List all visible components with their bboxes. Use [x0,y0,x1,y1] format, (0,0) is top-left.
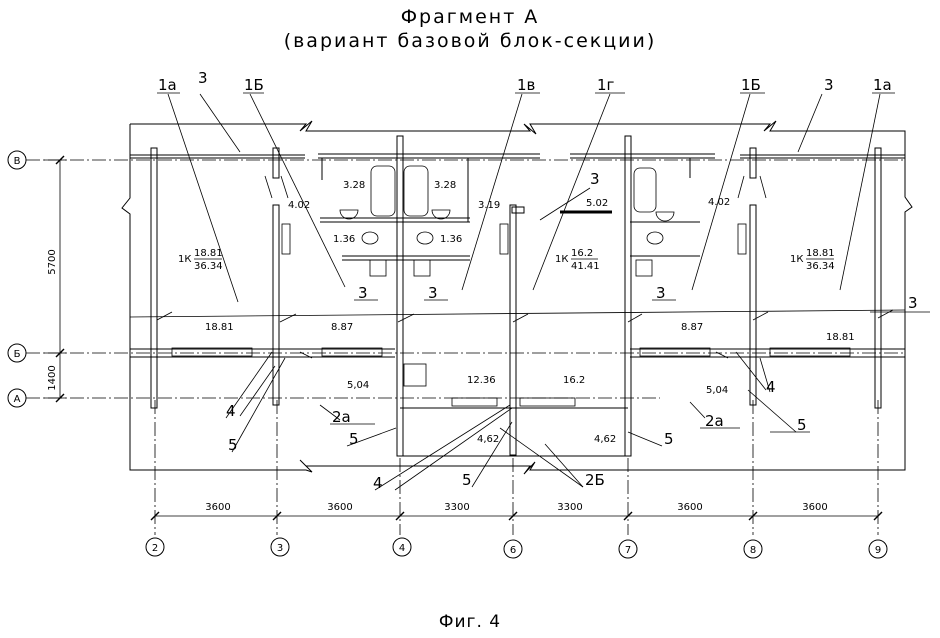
dimension-ticks [55,155,883,521]
callout-2a: 2а [705,412,724,430]
area-label: 16.2 [563,375,585,386]
span-dimension: 3600 [677,502,702,513]
vertical-dimension: 1400 [47,365,58,390]
apartment-total-area: 41.41 [571,261,600,272]
apartment-living-area: 18.81 [194,248,223,259]
apartment-prefix: 1К [555,254,568,265]
dimension-lines [44,159,878,517]
area-label: 3.28 [434,180,456,191]
vertical-dimension: 5700 [47,249,58,274]
callout-5: 5 [228,436,238,454]
apartment-total-area: 36.34 [806,261,835,272]
axis-column-label: 7 [625,545,631,556]
area-label: 1.36 [440,234,462,245]
leader-lines [157,92,930,491]
callout-1b: 1Б [741,76,761,94]
building-outline [121,120,913,475]
apartment-total-area: 36.34 [194,261,223,272]
apartment-living-area: 16.2 [571,248,593,259]
area-label: 18.81 [826,332,855,343]
apartment-label-left: 1К 18.81 36.34 [178,248,223,272]
area-label: 4,62 [477,434,499,445]
axis-column-label: 2 [152,543,158,554]
apartment-label-right: 1К 18.81 36.34 [790,248,835,272]
callout-4: 4 [766,378,776,396]
drawing-title: Фрагмент А [400,6,540,28]
callout-4: 4 [373,474,383,492]
span-dimension: 3600 [205,502,230,513]
area-label: 8.87 [681,322,703,333]
span-dimension: 3600 [327,502,352,513]
span-dimension: 3300 [444,502,469,513]
callout-1g: 1г [597,76,615,94]
drawing-subtitle: (вариант базовой блок-секции) [283,30,657,52]
callout-3: 3 [824,76,834,94]
area-label: 3.19 [478,200,500,211]
callout-1a: 1а [158,76,177,94]
callout-5: 5 [462,471,472,489]
axis-row-label: Б [14,349,21,360]
axis-column-label: 4 [399,543,405,554]
callout-4: 4 [226,402,236,420]
area-label: 5.02 [586,198,608,209]
callout-3: 3 [428,284,438,302]
axis-row-label: В [14,156,21,167]
area-label: 4.02 [288,200,310,211]
callout-1a: 1а [873,76,892,94]
callout-3: 3 [590,170,600,188]
walls [129,135,906,457]
area-label: 4.02 [708,197,730,208]
apartment-label-middle: 1К 16.2 41.41 [555,248,600,272]
axis-column-label: 9 [875,545,881,556]
callout-5: 5 [349,430,359,448]
area-label: 8.87 [331,322,353,333]
apartment-prefix: 1К [790,254,803,265]
callout-3: 3 [198,69,208,87]
apartment-prefix: 1К [178,254,191,265]
area-label: 5,04 [347,380,369,391]
callout-3: 3 [656,284,666,302]
callout-1v: 1в [517,76,535,94]
axis-column-label: 3 [277,543,283,554]
callout-3: 3 [358,284,368,302]
area-label: 18.81 [205,322,234,333]
callout-1b: 1Б [244,76,264,94]
area-label: 3.28 [343,180,365,191]
axis-column-label: 8 [750,545,756,556]
callout-5: 5 [797,416,807,434]
span-dimension: 3300 [557,502,582,513]
axis-bubbles [7,150,888,559]
area-label: 1.36 [333,234,355,245]
callout-5: 5 [664,430,674,448]
figure-caption: Фиг. 4 [438,612,502,632]
callout-2b: 2Б [585,471,605,489]
callout-3: 3 [908,294,918,312]
area-label: 12.36 [467,375,496,386]
axis-row-label: А [14,394,21,405]
axis-column-label: 6 [510,545,516,556]
area-label: 4,62 [594,434,616,445]
callout-2a: 2а [332,408,351,426]
apartment-living-area: 18.81 [806,248,835,259]
door-swings [156,175,894,359]
area-label: 5,04 [706,385,728,396]
span-dimension: 3600 [802,502,827,513]
fixtures [171,165,851,407]
